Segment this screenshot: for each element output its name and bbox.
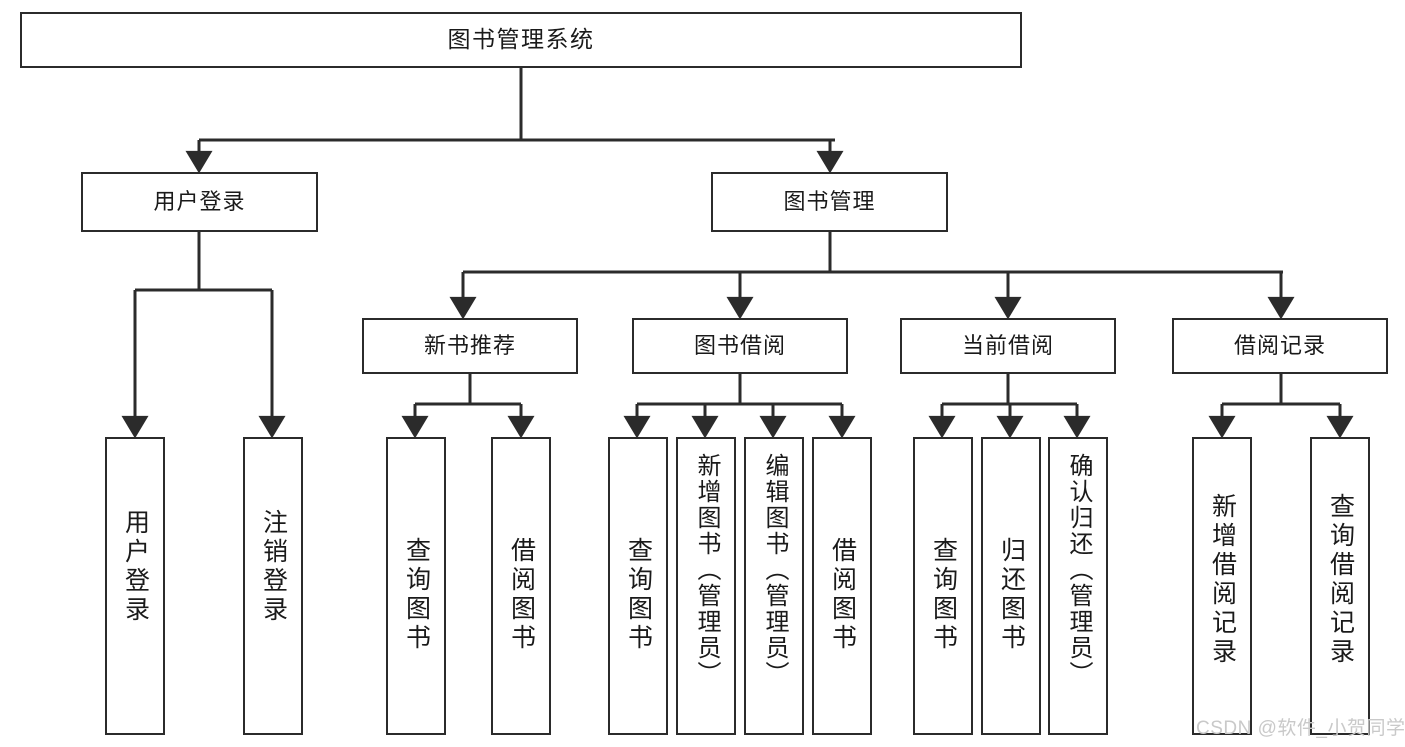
node-user-login[interactable]: 用户登录	[81, 172, 318, 232]
leaf-confirm-return-admin[interactable]: 确认归还（管理员）	[1048, 437, 1108, 735]
leaf-return-book[interactable]: 归还图书	[981, 437, 1041, 735]
node-label: 查询图书	[624, 537, 653, 653]
csdn-watermark: CSDN @软件_小贺同学	[1196, 718, 1405, 739]
node-label: 图书借阅	[693, 333, 786, 359]
node-borrow-record[interactable]: 借阅记录	[1172, 318, 1388, 374]
node-label: 查询图书	[402, 537, 431, 653]
node-label: 借阅图书	[828, 537, 857, 653]
node-label: 确认归还（管理员）	[1065, 453, 1092, 687]
node-book-management[interactable]: 图书管理	[711, 172, 948, 232]
leaf-user-login[interactable]: 用户登录	[105, 437, 165, 735]
node-label: 当前借阅	[961, 333, 1054, 359]
node-label: 归还图书	[997, 537, 1026, 653]
node-current-borrow[interactable]: 当前借阅	[900, 318, 1116, 374]
leaf-borrow-book-recommendation[interactable]: 借阅图书	[491, 437, 551, 735]
leaf-query-book-borrow[interactable]: 查询图书	[608, 437, 668, 735]
leaf-edit-book-admin[interactable]: 编辑图书（管理员）	[744, 437, 804, 735]
leaf-add-book-admin[interactable]: 新增图书（管理员）	[676, 437, 736, 735]
node-label: 查询借阅记录	[1326, 493, 1355, 667]
node-label: 注销登录	[259, 509, 288, 625]
node-label: 编辑图书（管理员）	[761, 453, 788, 687]
node-label: 用户登录	[121, 509, 150, 625]
node-label: 查询图书	[929, 537, 958, 653]
node-label: 新书推荐	[423, 333, 516, 359]
node-label: 借阅记录	[1233, 333, 1326, 359]
node-book-borrow[interactable]: 图书借阅	[632, 318, 848, 374]
node-new-book-recommendation[interactable]: 新书推荐	[362, 318, 578, 374]
leaf-add-borrow-record[interactable]: 新增借阅记录	[1192, 437, 1252, 735]
node-label: 图书管理	[783, 189, 876, 215]
node-root-book-management-system[interactable]: 图书管理系统	[20, 12, 1022, 68]
leaf-borrow-book[interactable]: 借阅图书	[812, 437, 872, 735]
node-label: 用户登录	[153, 189, 246, 215]
leaf-user-logout[interactable]: 注销登录	[243, 437, 303, 735]
node-label: 借阅图书	[507, 537, 536, 653]
node-label: 新增图书（管理员）	[693, 453, 720, 687]
node-label: 新增借阅记录	[1208, 493, 1237, 667]
leaf-query-book-current[interactable]: 查询图书	[913, 437, 973, 735]
leaf-query-borrow-record[interactable]: 查询借阅记录	[1310, 437, 1370, 735]
leaf-query-book-recommendation[interactable]: 查询图书	[386, 437, 446, 735]
node-label: 图书管理系统	[447, 26, 595, 53]
